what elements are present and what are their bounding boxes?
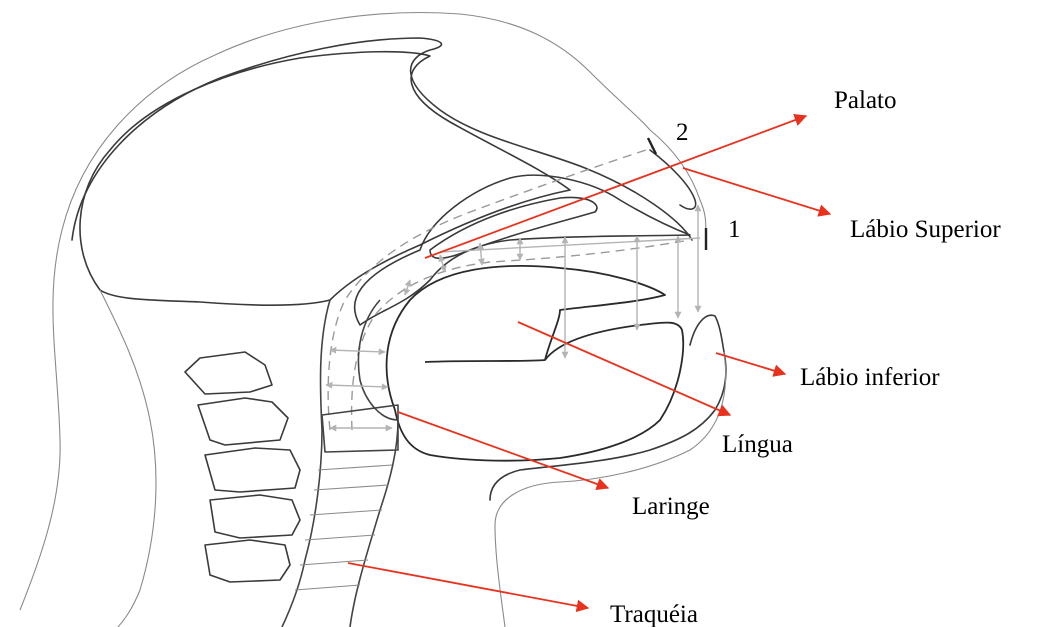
pointer-arrows bbox=[348, 116, 830, 608]
vertebra-2 bbox=[198, 398, 288, 445]
label-labio-superior: Lábio Superior bbox=[850, 216, 1001, 243]
lower-lip-outline bbox=[490, 315, 726, 500]
pointer-labio-superior bbox=[683, 168, 830, 214]
measurement-arrows bbox=[326, 205, 700, 428]
pharynx-wall bbox=[282, 300, 330, 627]
pharynx-wall-front bbox=[350, 300, 398, 627]
vertebra-1 bbox=[185, 352, 272, 394]
label-traqueia: Traquéia bbox=[610, 601, 698, 627]
label-palato: Palato bbox=[834, 87, 897, 114]
airway-centerline-inner bbox=[352, 240, 690, 430]
trachea-rings bbox=[295, 465, 392, 590]
head-profile-inner bbox=[72, 38, 692, 240]
chin-outline bbox=[495, 352, 726, 627]
label-labio-inferior: Lábio inferior bbox=[800, 364, 940, 391]
vertebra-3 bbox=[205, 448, 300, 492]
tongue-outline bbox=[387, 266, 665, 410]
vertebra-4 bbox=[210, 495, 300, 538]
pointer-lingua bbox=[518, 322, 730, 415]
marker-2: 2 bbox=[676, 119, 689, 146]
head-profile-outline bbox=[20, 13, 706, 610]
palate-outline bbox=[355, 175, 690, 325]
label-laringe: Laringe bbox=[632, 493, 710, 520]
pointer-traqueia bbox=[348, 563, 588, 608]
vertebra-5 bbox=[205, 540, 290, 582]
marker-1: 1 bbox=[728, 216, 741, 243]
label-lingua: Língua bbox=[722, 431, 793, 458]
tongue-body bbox=[395, 323, 683, 461]
neck-back bbox=[100, 290, 156, 627]
